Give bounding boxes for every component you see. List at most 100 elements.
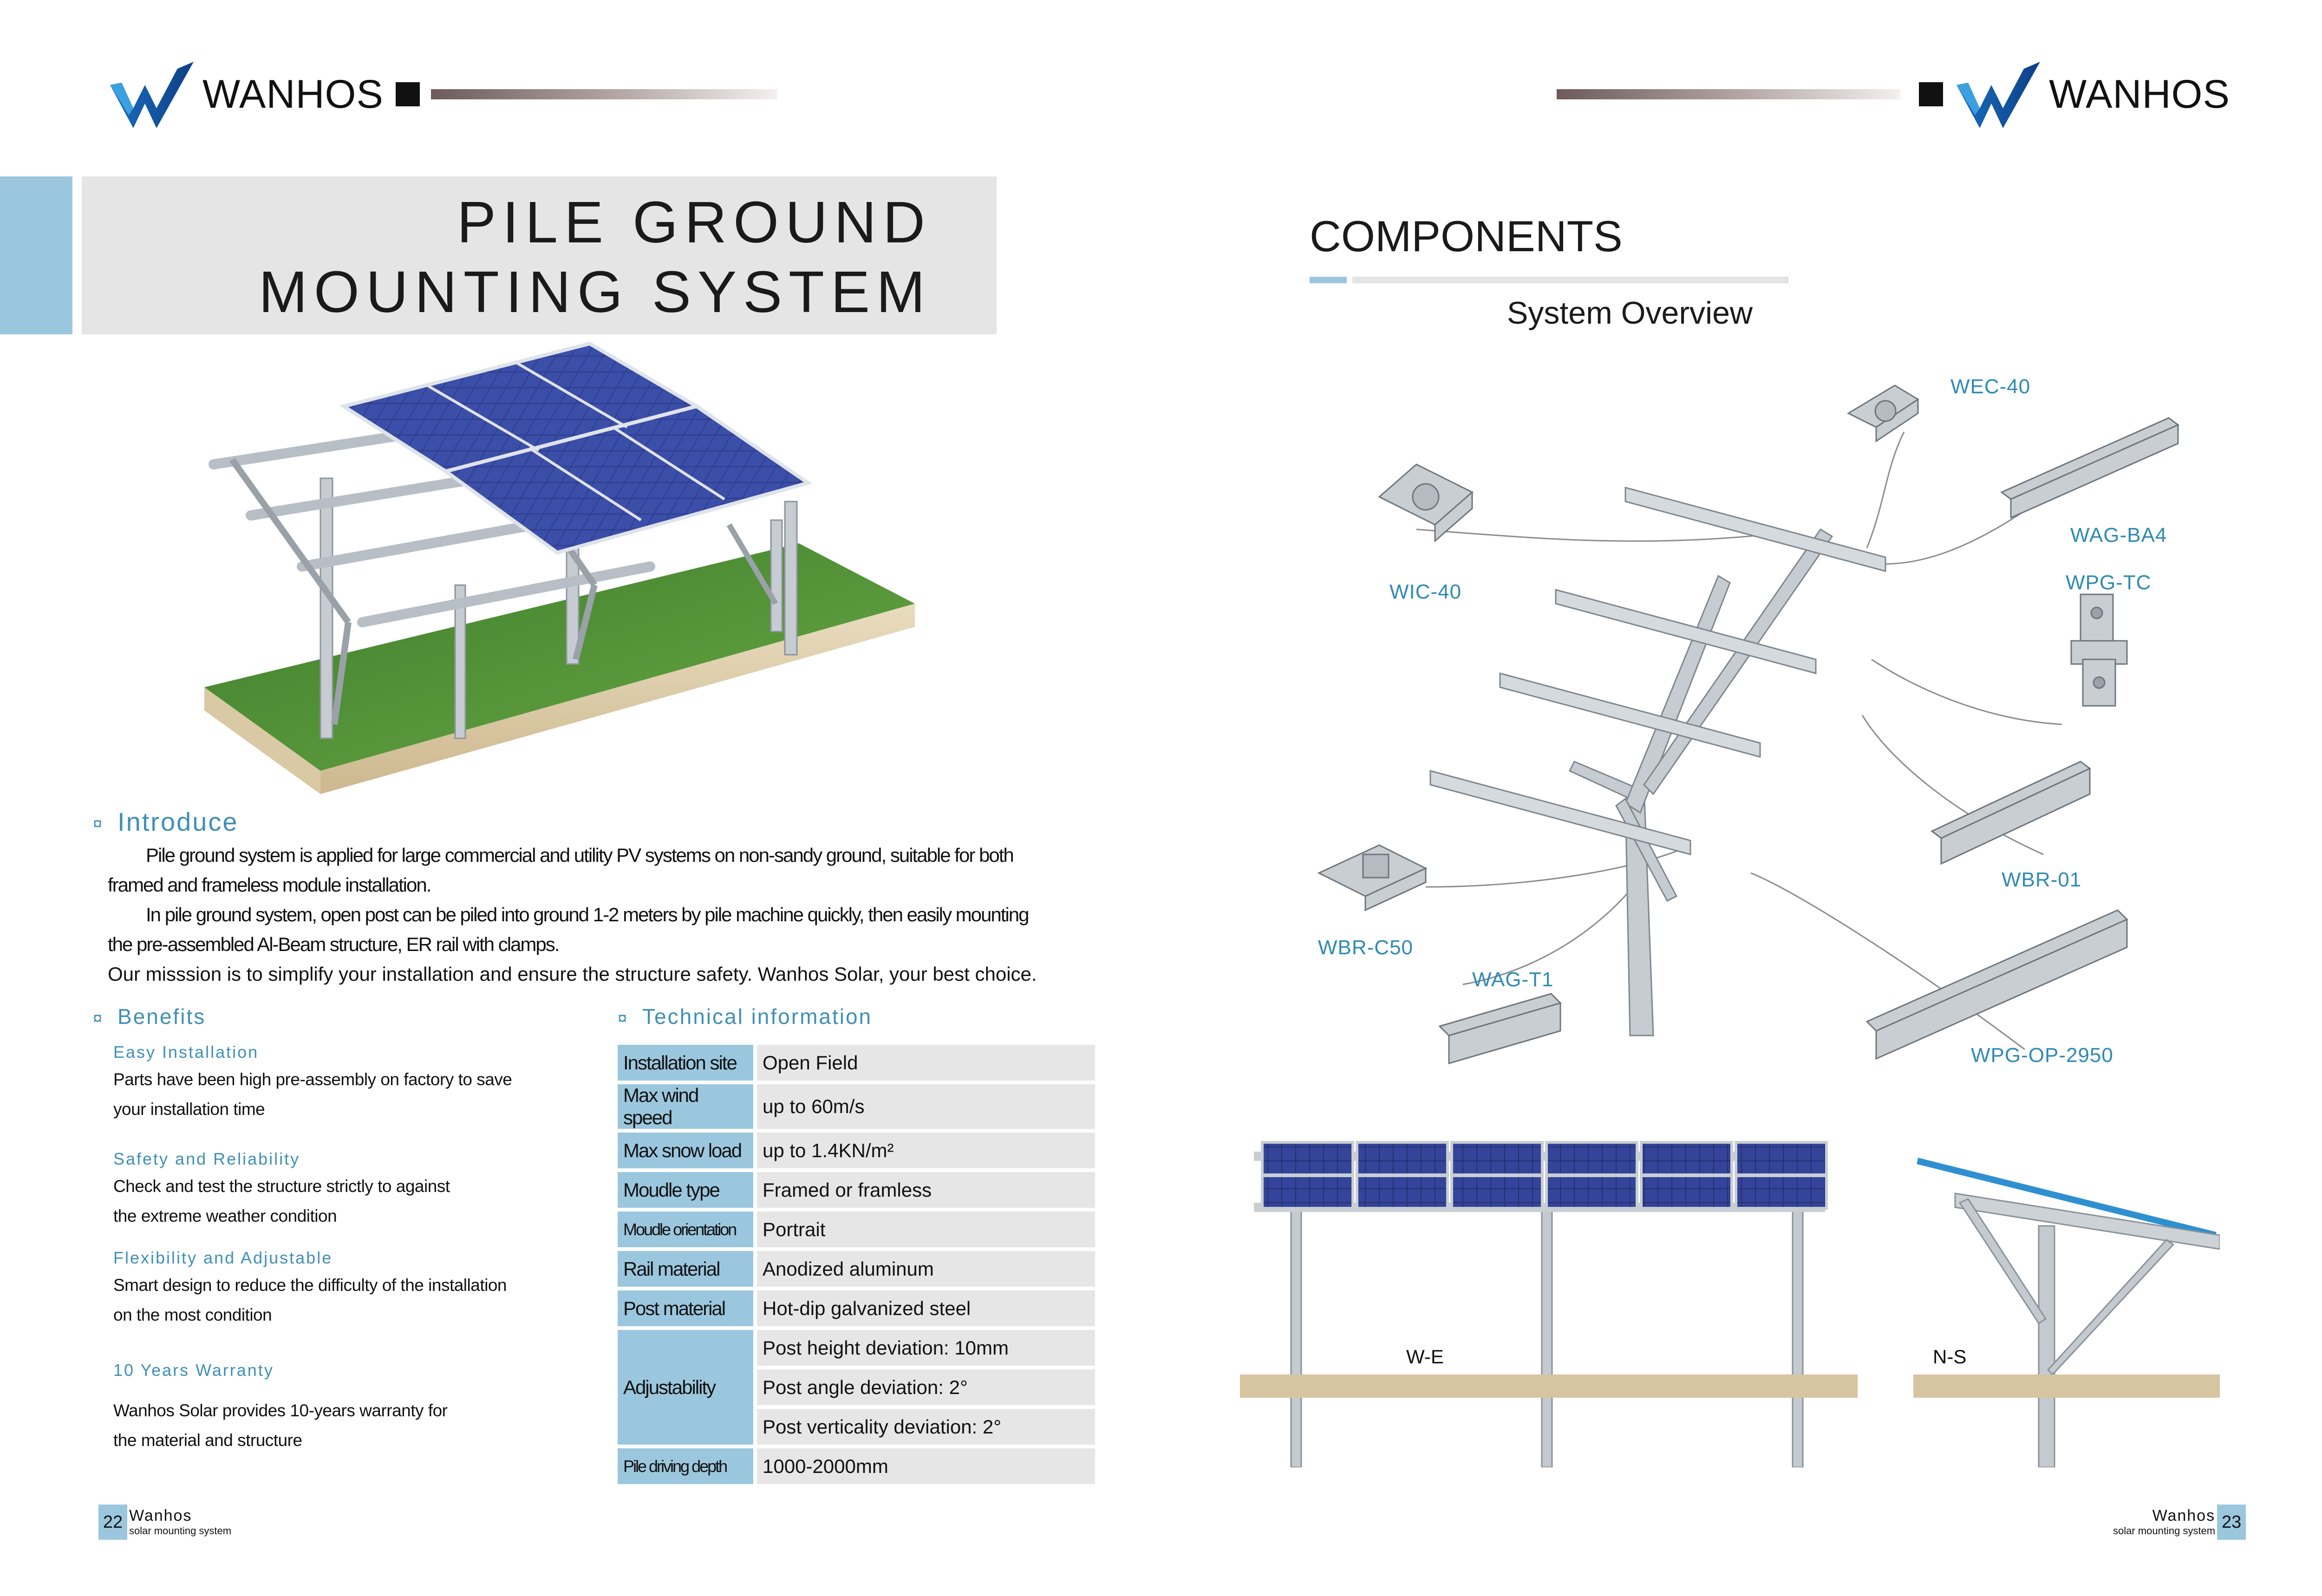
components-underline — [1352, 277, 1789, 283]
we-elevation-drawing — [1240, 1141, 1858, 1467]
tech-value: Open Field — [757, 1045, 1095, 1081]
label-wag-ba4: WAG-BA4 — [2070, 524, 2167, 547]
brand-name: WANHOS — [2049, 72, 2230, 117]
tech-value: Post verticality deviation: 2° — [757, 1409, 1095, 1445]
side-accent-block — [0, 176, 72, 334]
wanhos-logo-icon — [1957, 62, 2040, 128]
label-wbr-c50: WBR-C50 — [1318, 936, 1414, 959]
label-wpg-op-2950: WPG-OP-2950 — [1971, 1044, 2113, 1067]
system-overview-title: System Overview — [1507, 295, 1753, 331]
table-row: Post verticality deviation: 2° — [618, 1409, 1095, 1445]
intro-line-1b: framed and frameless module installation… — [108, 874, 431, 896]
tech-key: Pile driving depth — [618, 1448, 753, 1484]
label-wpg-tc: WPG-TC — [2066, 571, 2152, 594]
brand-square — [1919, 82, 1943, 106]
components-underline-accent — [1310, 277, 1347, 283]
label-wec-40: WEC-40 — [1950, 375, 2031, 398]
header-gradient-bar — [430, 89, 777, 99]
tech-value: Portrait — [757, 1212, 1095, 1247]
brand-square — [395, 82, 420, 106]
footer-subtitle: solar mounting system — [129, 1525, 232, 1537]
benefit-text: Parts have been high pre-assembly on fac… — [113, 1070, 512, 1089]
footer-text: Wanhos solar mounting system — [129, 1507, 231, 1537]
footer-title: Wanhos — [129, 1507, 192, 1524]
right-brand-header: WANHOS — [1557, 59, 2230, 129]
benefit-text: the extreme weather condition — [113, 1206, 337, 1225]
benefit-text: your installation time — [113, 1100, 265, 1119]
left-footer: 22 Wanhos solar mounting system — [98, 1505, 231, 1540]
benefit-text: Smart design to reduce the difficulty of… — [113, 1276, 507, 1295]
tech-value: Hot-dip galvanized steel — [757, 1290, 1095, 1326]
bullet-marker: ¤ — [93, 814, 104, 834]
page-number: 22 — [98, 1505, 127, 1540]
benefit-item: 10 Years Warranty Wanhos Solar provides … — [113, 1361, 448, 1455]
title-line-1: PILE GROUND — [457, 189, 932, 255]
tech-heading: ¤Technical information — [618, 1004, 872, 1029]
table-row: Post angle deviation: 2° — [618, 1369, 1095, 1405]
tech-value: 1000-2000mm — [757, 1448, 1095, 1484]
components-diagram — [1317, 384, 2179, 1064]
wanhos-logo-icon — [110, 62, 194, 128]
benefit-text: the material and structure — [113, 1431, 302, 1450]
intro-line-1a: Pile ground system is applied for large … — [146, 844, 1014, 866]
label-wbr-01: WBR-01 — [2002, 868, 2082, 891]
ns-elevation-drawing — [1913, 1158, 2220, 1467]
tech-value: up to 60m/s — [757, 1084, 1095, 1129]
header-gradient-bar — [1557, 89, 1900, 99]
ns-label: N-S — [1933, 1346, 1967, 1368]
tech-value: Post height deviation: 10mm — [757, 1330, 1095, 1366]
pile-system-illustration — [204, 341, 915, 794]
tech-value: up to 1.4KN/m² — [757, 1133, 1095, 1168]
tech-key: Moudle type — [618, 1172, 753, 1208]
tech-value: Framed or framless — [757, 1172, 1095, 1208]
benefit-text: Wanhos Solar provides 10-years warranty … — [113, 1401, 448, 1420]
benefits-heading-text: Benefits — [117, 1004, 206, 1029]
right-footer: Wanhos solar mounting system 23 — [2113, 1505, 2246, 1540]
bullet-marker: ¤ — [93, 1008, 104, 1028]
bullet-marker: ¤ — [618, 1008, 629, 1028]
benefit-title: Flexibility and Adjustable — [113, 1248, 333, 1267]
benefit-title: Easy Installation — [113, 1042, 259, 1062]
intro-line-3: Our misssion is to simplify your install… — [108, 963, 1037, 985]
tech-value: Anodized aluminum — [757, 1251, 1095, 1287]
title-box: PILE GROUND MOUNTING SYSTEM — [82, 176, 997, 334]
footer-text: Wanhos solar mounting system — [2113, 1507, 2215, 1537]
benefit-item: Flexibility and Adjustable Smart design … — [113, 1248, 507, 1330]
benefit-text: on the most condition — [113, 1305, 272, 1324]
benefit-item: Safety and Reliability Check and test th… — [113, 1149, 450, 1231]
footer-title: Wanhos — [2152, 1507, 2216, 1524]
title-line-2: MOUNTING SYSTEM — [258, 259, 932, 325]
tech-key: Moudle orientation — [618, 1212, 753, 1247]
label-wag-t1: WAG-T1 — [1472, 968, 1554, 991]
we-label: W-E — [1406, 1346, 1444, 1368]
brand-name: WANHOS — [202, 72, 384, 117]
tech-key: Adjustability — [618, 1330, 753, 1445]
benefit-item: Easy Installation Parts have been high p… — [113, 1042, 512, 1124]
intro-line-2a: In pile ground system, open post can be … — [146, 904, 1029, 925]
tech-key: Max snow load — [618, 1133, 753, 1168]
tech-key: Rail material — [618, 1251, 753, 1287]
left-brand-header: WANHOS — [108, 59, 777, 129]
benefits-heading: ¤ Benefits — [93, 1004, 206, 1029]
introduce-heading: ¤ Introduce — [93, 807, 239, 837]
page-number: 23 — [2217, 1505, 2246, 1540]
benefit-title: Safety and Reliability — [113, 1149, 300, 1168]
intro-line-2b: the pre-assembled Al-Beam structure, ER … — [108, 933, 560, 955]
footer-subtitle: solar mounting system — [2113, 1525, 2216, 1537]
benefit-text: Check and test the structure strictly to… — [113, 1177, 450, 1196]
components-title: COMPONENTS — [1310, 212, 1623, 261]
tech-value: Post angle deviation: 2° — [757, 1369, 1095, 1405]
tech-key: Max wind speed — [618, 1084, 753, 1129]
label-wic-40: WIC-40 — [1389, 580, 1462, 603]
benefit-title: 10 Years Warranty — [113, 1361, 274, 1380]
introduce-heading-text: Introduce — [117, 807, 239, 836]
